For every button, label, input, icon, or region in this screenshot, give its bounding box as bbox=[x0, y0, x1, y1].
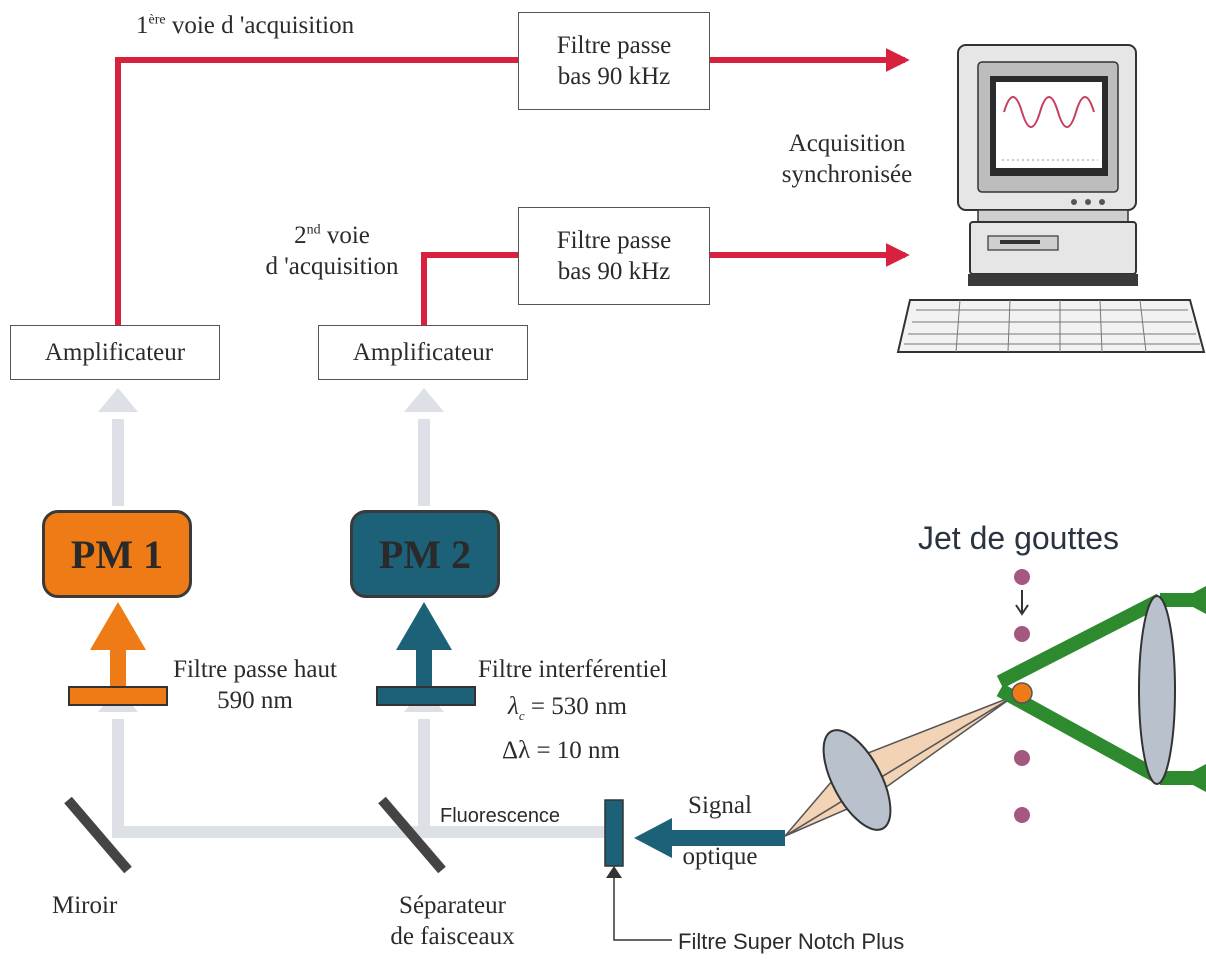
channel1-label: 1ère voie d 'acquisition bbox=[136, 12, 355, 39]
mirror-label: Miroir bbox=[52, 892, 118, 919]
illuminated-droplet bbox=[1011, 682, 1033, 704]
computer-icon bbox=[896, 44, 1206, 353]
collection-lens bbox=[822, 729, 892, 831]
laser-arrowheads bbox=[1180, 586, 1206, 792]
amplifier-1: Amplificateur bbox=[10, 325, 220, 380]
mirror bbox=[64, 796, 132, 874]
channel2-label: 2nd voie d 'acquisition bbox=[265, 222, 399, 281]
beam-splitter bbox=[378, 796, 446, 874]
jet-label: Jet de gouttes bbox=[918, 520, 1120, 556]
photomultiplier-1: PM 1 bbox=[42, 510, 192, 598]
pm2-input-arrow bbox=[396, 602, 452, 688]
fluorescence-label: Fluorescence bbox=[440, 805, 561, 827]
lowpass-filter-2: Filtre passe bas 90 kHz bbox=[518, 207, 710, 305]
droplets bbox=[1014, 569, 1030, 823]
interference-filter-label: Filtre interférentiel λc = 530 nm Δλ = 1… bbox=[478, 656, 668, 764]
acquisition-label: Acquisition synchronisée bbox=[781, 130, 913, 189]
focusing-lens bbox=[1138, 595, 1176, 785]
pm1-input-arrow bbox=[90, 602, 146, 688]
highpass-filter-bar bbox=[68, 686, 168, 706]
interference-filter-bar bbox=[376, 686, 476, 706]
beam-splitter-label: Séparateur de faisceaux bbox=[390, 892, 515, 951]
signal-optic-label: Signal optique bbox=[682, 792, 758, 871]
notch-filter-label: Filtre Super Notch Plus bbox=[678, 929, 905, 954]
acquisition-wires bbox=[115, 48, 910, 325]
notch-filter bbox=[604, 799, 672, 941]
photomultiplier-2: PM 2 bbox=[350, 510, 500, 598]
highpass-filter-label: Filtre passe haut 590 nm bbox=[173, 656, 337, 715]
signal-optic-arrow bbox=[634, 818, 785, 858]
lowpass-filter-1: Filtre passe bas 90 kHz bbox=[518, 12, 710, 110]
droplet-fall-arrow bbox=[1015, 590, 1029, 616]
amplifier-2: Amplificateur bbox=[318, 325, 528, 380]
optical-beam-paths bbox=[112, 419, 606, 838]
